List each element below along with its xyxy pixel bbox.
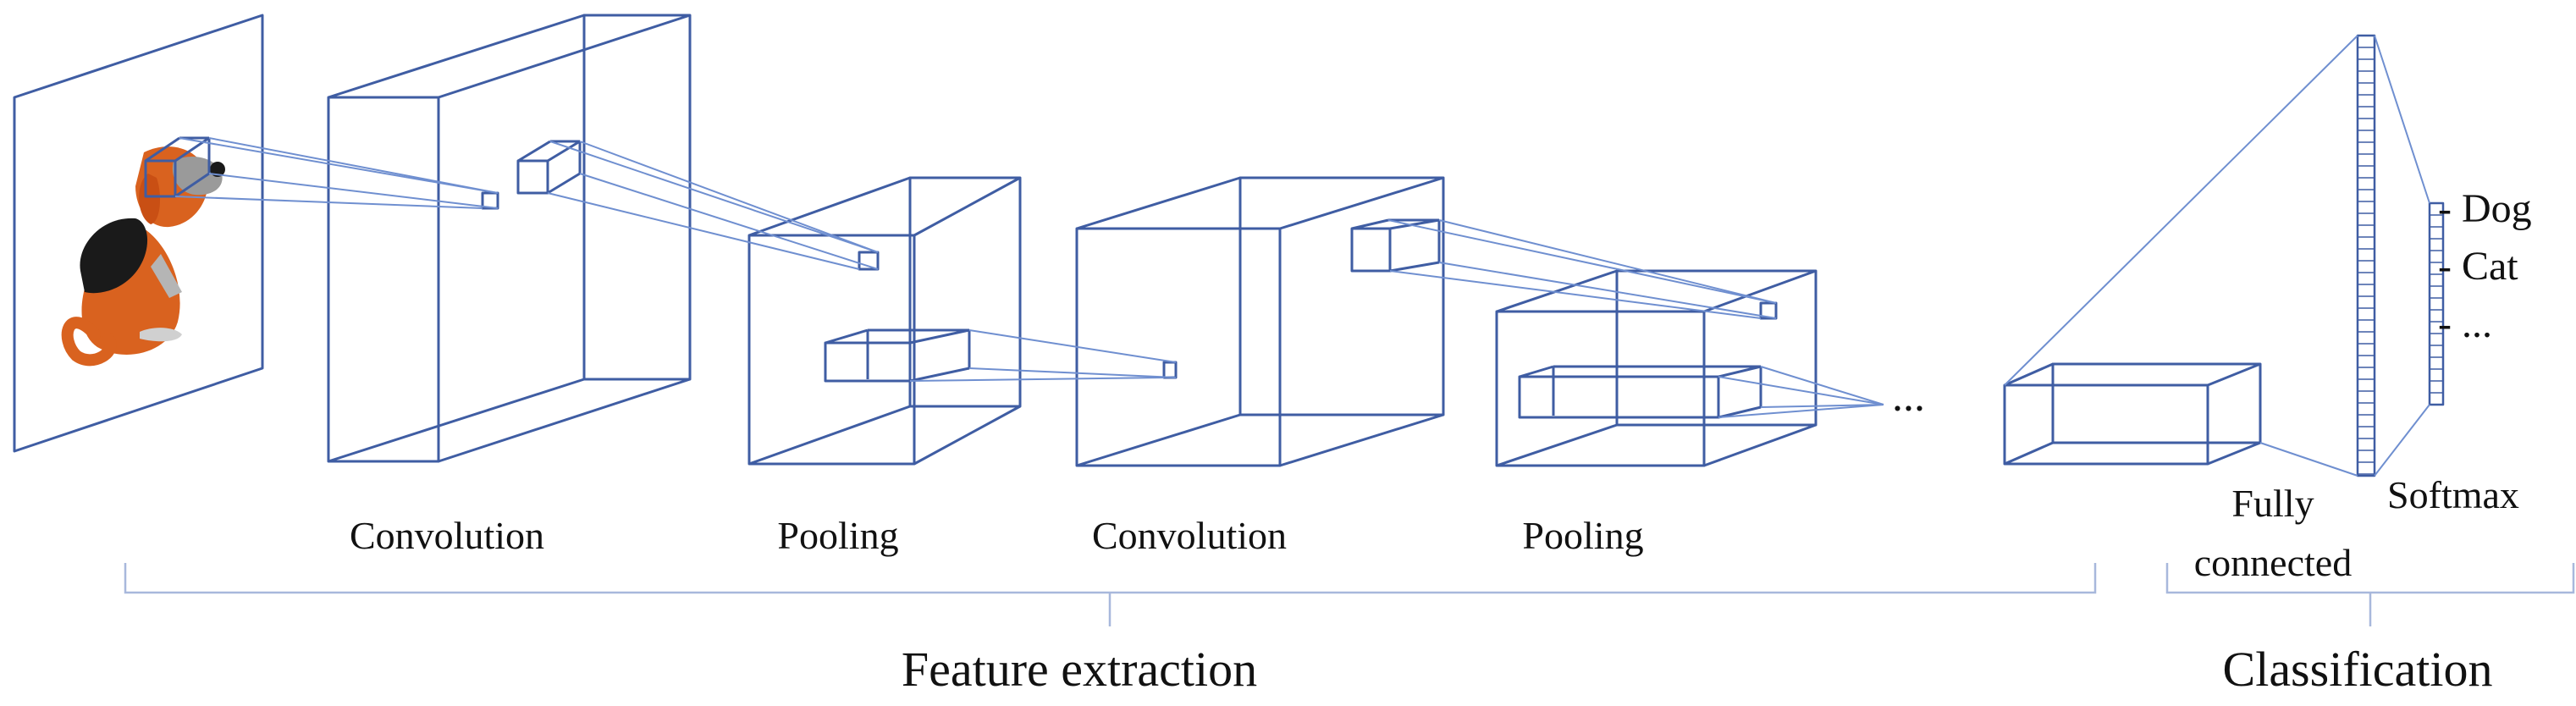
conv1-block <box>327 14 692 463</box>
output-more: - ... <box>2438 301 2492 346</box>
feature-extraction-bracket <box>124 563 2097 626</box>
fc-label-line2: connected <box>2194 541 2352 584</box>
conv1-receptive-box <box>516 140 582 195</box>
conv2-target-box <box>1162 361 1178 379</box>
feature-extraction-label: Feature extraction <box>902 642 1257 697</box>
input-image-plane <box>13 14 264 453</box>
dog-illustration <box>61 146 225 367</box>
pool1-receptive-box <box>824 328 971 383</box>
classification-bracket <box>2165 563 2575 626</box>
conv1-label: Convolution <box>350 514 544 557</box>
brackets <box>124 563 2575 626</box>
classification-label: Classification <box>2223 642 2493 697</box>
fc-column <box>2356 34 2376 477</box>
final-feature-block <box>2003 362 2262 466</box>
conv2-block <box>1075 176 1445 467</box>
pool1-block <box>747 176 1022 466</box>
pool2-target-box <box>1759 301 1778 320</box>
pool1-label: Pooling <box>777 514 898 557</box>
softmax-label: Softmax <box>2387 473 2519 516</box>
pool1-target-box <box>858 251 880 271</box>
output-cat: - Cat <box>2438 244 2518 289</box>
softmax-column <box>2428 201 2445 406</box>
pool2-label: Pooling <box>1522 514 1643 557</box>
pool2-receptive-box <box>1518 365 1762 419</box>
pool2-block <box>1495 269 1818 467</box>
conv2-receptive-box <box>1350 218 1441 273</box>
output-dog: - Dog <box>2438 186 2532 231</box>
projection-lines <box>174 35 2430 477</box>
ellipsis-label: ... <box>1892 372 1925 421</box>
conv1-target-box <box>481 191 499 210</box>
fc-label-line1: Fully <box>2231 482 2314 525</box>
conv2-label: Convolution <box>1092 514 1287 557</box>
